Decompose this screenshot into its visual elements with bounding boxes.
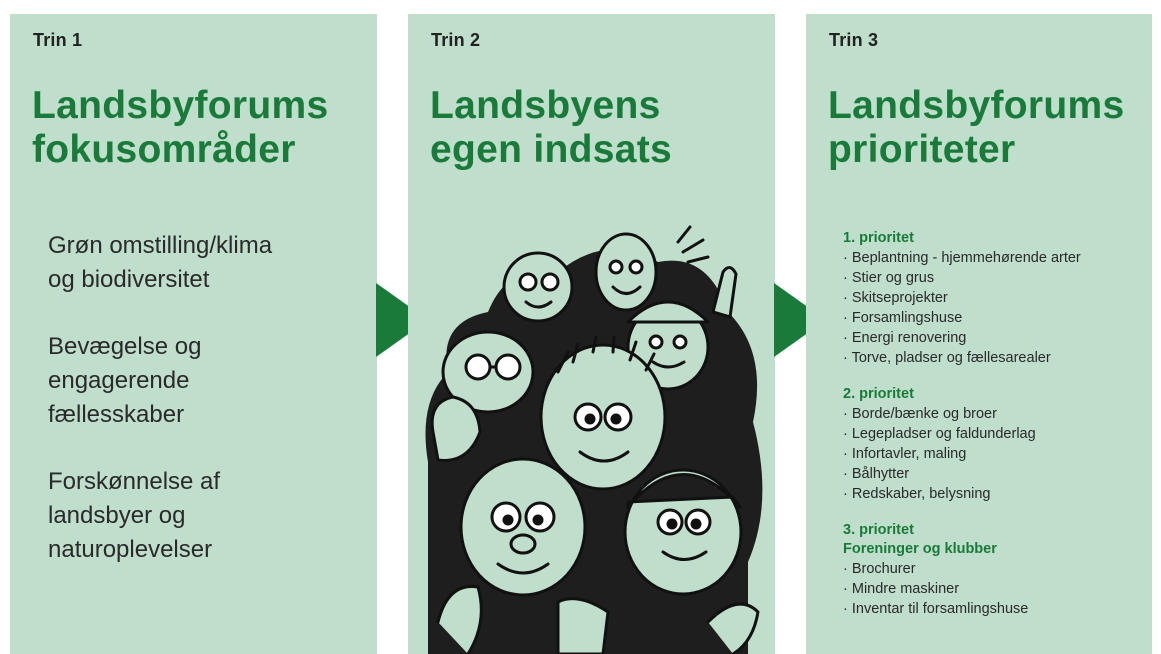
step-1-heading-line: Landsbyforums (32, 84, 329, 127)
focus-area-item: Bevægelse og engagerende fællesskaber (48, 330, 272, 432)
priority-item: Legepladser og faldunderlag (843, 424, 1081, 444)
priority-title: 2. prioritet (843, 386, 914, 402)
focus-area-line: og biodiversitet (48, 266, 210, 293)
step-1-heading: Landsbyforums fokusområder (32, 84, 328, 172)
priority-item: Bålhytter (843, 464, 1081, 484)
step-3-label: Trin 3 (829, 30, 879, 50)
step-3-heading: Landsbyforums prioriteter (828, 84, 1124, 172)
focus-area-line: Grøn omstilling/klima (48, 232, 273, 259)
priority-item: Skitseprojekter (843, 288, 1081, 308)
focus-area-list: Grøn omstilling/klima og biodiversitet B… (48, 229, 272, 600)
priority-item: Stier og grus (843, 268, 1081, 288)
step-1-label: Trin 1 (33, 30, 83, 50)
priority-title: 1. prioritet (843, 230, 914, 246)
step-2-panel: Trin 2 Landsbyens egen indsats (408, 14, 775, 654)
priority-item: Infortavler, maling (843, 444, 1081, 464)
focus-area-item: Forskønnelse af landsbyer og naturopleve… (48, 465, 272, 567)
focus-area-line: naturoplevelser (48, 536, 213, 563)
step-1-heading-line: fokusområder (32, 128, 296, 171)
focus-area-item: Grøn omstilling/klima og biodiversitet (48, 229, 272, 297)
focus-area-line: landsbyer og (48, 502, 186, 529)
priority-group: 3. prioritet Foreninger og klubber Broch… (843, 521, 1081, 619)
step-3-panel: Trin 3 Landsbyforums prioriteter 1. prio… (806, 14, 1152, 654)
priority-item: Beplantning - hjemmehørende arter (843, 248, 1081, 268)
priority-item: Inventar til forsamlingshuse (843, 599, 1081, 619)
step-2-heading-line: egen indsats (430, 128, 672, 171)
step-2-label: Trin 2 (431, 30, 481, 50)
step-1-panel: Trin 1 Landsbyforums fokusområder Grøn o… (10, 14, 377, 654)
priority-item: Redskaber, belysning (843, 484, 1081, 504)
step-3-heading-line: Landsbyforums (828, 84, 1125, 127)
priority-list: 1. prioritet Beplantning - hjemmehørende… (843, 229, 1081, 636)
priority-group: 2. prioritet Borde/bænke og broer Legepl… (843, 385, 1081, 504)
focus-area-line: engagerende (48, 367, 190, 394)
step-2-heading-line: Landsbyens (430, 84, 661, 127)
priority-item: Forsamlingshuse (843, 308, 1081, 328)
priority-subtitle: Foreninger og klubber (843, 541, 997, 557)
priority-item: Mindre maskiner (843, 579, 1081, 599)
priority-title: 3. prioritet (843, 522, 914, 538)
focus-area-line: fællesskaber (48, 401, 185, 428)
priority-item: Brochurer (843, 559, 1081, 579)
focus-area-line: Bevægelse og (48, 333, 202, 360)
focus-area-line: Forskønnelse af (48, 468, 221, 495)
step-2-heading: Landsbyens egen indsats (430, 84, 672, 172)
priority-item: Borde/bænke og broer (843, 404, 1081, 424)
crowd-illustration (425, 225, 763, 654)
step-3-heading-line: prioriteter (828, 128, 1016, 171)
priority-group: 1. prioritet Beplantning - hjemmehørende… (843, 229, 1081, 368)
priority-item: Torve, pladser og fællesarealer (843, 348, 1081, 368)
priority-item: Energi renovering (843, 328, 1081, 348)
